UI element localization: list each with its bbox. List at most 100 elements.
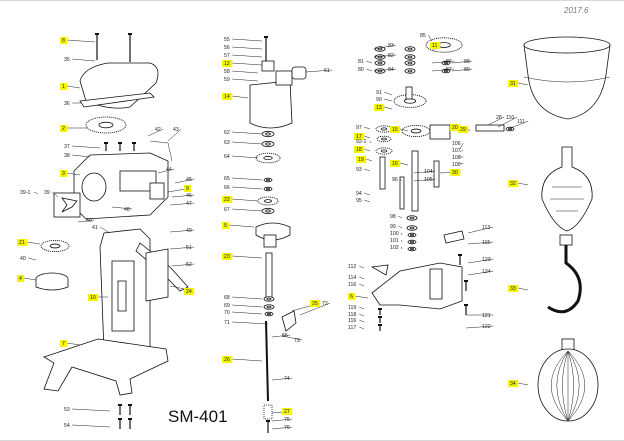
- cover-gasket-part: [79, 92, 155, 108]
- part-number-text: 16: [392, 161, 398, 167]
- part-number-text: 97: [356, 125, 362, 131]
- part-label-96: 96: [392, 177, 398, 183]
- part-label-95: 95: [356, 198, 362, 204]
- planetary-head-5: [255, 222, 291, 248]
- part-label-27: 27: [282, 408, 293, 415]
- leader-line: [232, 255, 263, 259]
- part-number-text: 95: [356, 198, 362, 204]
- part-number-text: 30: [452, 170, 458, 176]
- leader-line: [364, 135, 371, 139]
- part-number-text: 68: [224, 295, 230, 301]
- leader-line: [28, 257, 37, 261]
- part-number-text: 66: [224, 185, 230, 191]
- leader-line: [467, 270, 494, 276]
- part-label-69: 69: [224, 303, 230, 309]
- part-label-1: 1: [60, 83, 68, 90]
- part-number-text: 100: [390, 231, 399, 237]
- leader-line: [232, 95, 249, 99]
- leader-line: [364, 126, 371, 130]
- part-number-text: 52: [186, 262, 192, 268]
- leader-line: [232, 78, 259, 82]
- leader-line: [373, 68, 397, 72]
- part-number-text: 51: [186, 245, 192, 251]
- bracket-25: [281, 310, 297, 332]
- part-label-4: 4: [17, 275, 25, 282]
- highlight-marker: [356, 156, 367, 163]
- leader-line: [518, 182, 529, 186]
- part-label-5: 5: [222, 222, 230, 229]
- part-label-38: 38: [64, 153, 70, 159]
- part-label-75: 75: [284, 417, 290, 423]
- part-label-111: 111: [517, 119, 525, 125]
- leader-line: [229, 224, 255, 228]
- gear-13: [393, 94, 427, 108]
- part-label-51: 51: [186, 245, 192, 251]
- part-label-116: 116: [348, 282, 356, 288]
- leader-line: [459, 149, 464, 153]
- leader-line: [431, 60, 455, 64]
- part-label-117: 117: [348, 325, 356, 331]
- screws-group-part: [104, 142, 136, 151]
- part-label-110: 110: [506, 115, 514, 121]
- leader-line: [359, 306, 365, 310]
- leader-line: [67, 39, 96, 43]
- part-label-72: 72: [322, 301, 328, 307]
- leader-line: [157, 168, 175, 174]
- part-label-43: 43: [173, 127, 179, 133]
- part-number-text: 44: [166, 167, 172, 173]
- part-number-text: 102: [390, 245, 399, 251]
- leader-line: [169, 229, 195, 233]
- part-number-text: 15: [392, 127, 398, 133]
- part-label-35: 35: [64, 57, 70, 63]
- dough-hook-33: [547, 234, 582, 314]
- leader-line: [366, 68, 373, 72]
- leader-line: [364, 148, 371, 152]
- part-label-105: 105: [424, 177, 433, 183]
- part-label-28: 28: [496, 115, 502, 121]
- leader-line: [169, 246, 195, 250]
- part-label-2: 2: [60, 125, 68, 132]
- highlight-marker: [354, 146, 365, 153]
- part-label-55: 55: [282, 333, 288, 339]
- leader-line: [459, 162, 464, 165]
- leader-line: [364, 199, 371, 203]
- part-label-115: 115: [482, 240, 490, 246]
- part-label-46: 46: [186, 193, 192, 199]
- part-number-text: 74: [284, 376, 290, 382]
- part-label-7: 7: [60, 340, 68, 347]
- highlight-marker: [508, 380, 519, 387]
- leader-line: [67, 85, 81, 89]
- part-label-18: 18: [354, 146, 365, 153]
- highlight-marker: [184, 288, 195, 295]
- part-label-55: 55: [224, 37, 230, 43]
- part-label-93: 93: [356, 167, 362, 173]
- part-number-text: 17: [356, 134, 362, 140]
- shaft-90: [405, 86, 413, 100]
- part-label-61: 61: [324, 68, 330, 74]
- shift-lever-part: [149, 140, 173, 162]
- leader-line: [111, 206, 133, 210]
- part-label-90: 90: [376, 97, 382, 103]
- part-label-89: 89: [464, 67, 470, 73]
- part-number-text: 28: [496, 115, 502, 121]
- part-label-3: 3: [60, 170, 68, 177]
- leader-line: [431, 68, 455, 72]
- part-label-44: 44: [166, 167, 172, 173]
- leader-line: [384, 98, 393, 102]
- part-number-text: 92-1: [356, 139, 366, 145]
- highlight-marker: [348, 293, 356, 300]
- side-cover-51: [145, 248, 169, 302]
- highlight-marker: [60, 83, 68, 90]
- part-number-text: 57: [224, 53, 230, 59]
- highlight-marker: [430, 42, 441, 49]
- leader-line: [174, 178, 195, 184]
- shaft-19: [379, 156, 386, 190]
- part-number-text: 110: [506, 115, 514, 121]
- highlight-marker: [60, 37, 68, 44]
- leader-line: [34, 191, 39, 195]
- highlight-marker: [222, 196, 233, 203]
- part-label-108: 108: [452, 155, 461, 161]
- leader-line: [364, 168, 371, 172]
- highlight-marker: [17, 239, 28, 246]
